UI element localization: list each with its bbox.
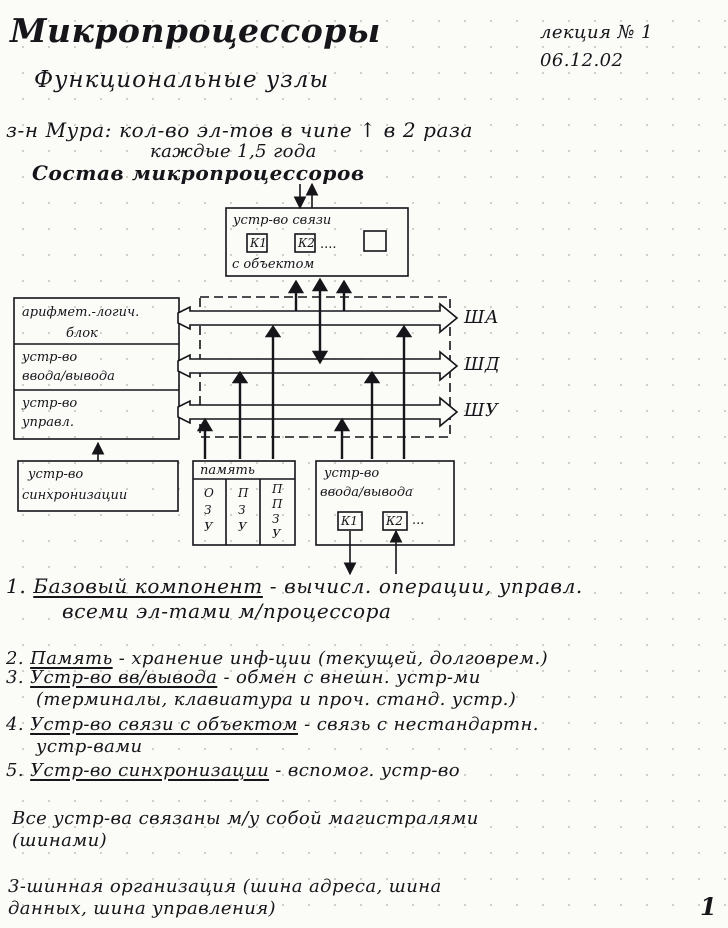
io2-dots: ... <box>412 513 425 528</box>
item-4-term: Устр-во связи с объектом <box>30 714 298 735</box>
bus-u-arrow <box>177 396 459 428</box>
k1-box <box>246 233 268 253</box>
item-2-num: 2. <box>6 648 24 669</box>
mem-col1-1: О <box>204 486 214 500</box>
link-device-box <box>225 207 409 277</box>
item-5: 5. Устр-во синхронизации - вспомог. устр… <box>6 762 460 780</box>
control-label-1: устр-во <box>22 396 78 411</box>
io2-k1-label: К1 <box>341 514 358 528</box>
item-5-num: 5. <box>6 760 24 781</box>
buses-note-2: (шинами) <box>12 830 107 851</box>
item-4: 4. Устр-во связи с объектом - связь с не… <box>6 716 539 734</box>
mem-col3-3: З <box>272 512 280 526</box>
item-2-desc: - хранение инф-ции (текущей, долговрем.) <box>112 648 549 669</box>
alu-label-2: блок <box>66 326 98 341</box>
item-1-cont: всеми эл-тами м/процессора <box>62 599 392 623</box>
k2-label: К2 <box>298 236 315 250</box>
mem-col3-2: П <box>272 497 283 511</box>
io2-label-2: ввода/вывода <box>320 485 413 500</box>
item-2-term: Память <box>30 648 113 669</box>
io2-device-box <box>315 460 455 546</box>
mem-col3-1: П <box>272 482 283 496</box>
page-number: 1 <box>700 892 717 921</box>
item-4-cont: устр-вами <box>36 736 143 757</box>
item-5-desc: - вспомог. устр-во <box>269 760 461 781</box>
bus-a-label: ША <box>464 307 499 328</box>
memory-box <box>192 460 296 546</box>
io-device-label-1: устр-во <box>22 350 78 365</box>
mem-col3-4: У <box>272 527 281 541</box>
io-device-label-2: ввода/вывода <box>22 369 115 384</box>
item-4-desc: - связь с нестандартн. <box>297 714 539 735</box>
composition-heading: Состав микропроцессоров <box>32 161 365 185</box>
item-1: 1. Базовый компонент - вычисл. операции,… <box>6 576 583 596</box>
bus-a-arrow <box>177 302 459 334</box>
k1-label: К1 <box>250 236 267 250</box>
k2-box <box>294 233 316 253</box>
item-1-num: 1. <box>6 574 27 598</box>
three-bus-note-1: 3-шинная организация (шина адреса, шина <box>8 876 442 897</box>
io2-k1-box <box>337 511 363 531</box>
mem-col2-1: П <box>238 486 249 500</box>
mem-col1-2: З <box>204 503 212 517</box>
item-3-term: Устр-во вв/вывода <box>30 667 218 688</box>
moore-law-line1: з-н Мура: кол-во эл-тов в чипе ↑ в 2 раз… <box>6 118 474 142</box>
bus-d-arrow <box>177 350 459 382</box>
link-device-label-1: устр-во связи <box>233 213 332 228</box>
bus-u-label: ШУ <box>464 400 499 421</box>
moore-law-line2: каждые 1,5 года <box>150 141 317 162</box>
item-3-num: 3. <box>6 667 24 688</box>
three-bus-note-2: данных, шина управления) <box>8 898 276 919</box>
link-device-label-2: с объектом <box>232 257 315 272</box>
item-1-term: Базовый компонент <box>33 574 263 598</box>
control-label-2: управл. <box>22 415 74 430</box>
mem-col1-3: У <box>204 520 213 534</box>
sync-label-2: синхронизации <box>22 488 128 503</box>
lecture-number: лекция № 1 <box>540 22 653 43</box>
io2-label-1: устр-во <box>324 466 380 481</box>
sync-label-1: устр-во <box>28 467 84 482</box>
item-1-desc: - вычисл. операции, управл. <box>262 574 583 598</box>
bus-d-label: ШД <box>464 354 500 375</box>
io2-k2-label: К2 <box>386 514 403 528</box>
k-empty-box <box>363 230 387 252</box>
mem-col2-3: У <box>238 520 247 534</box>
k-dots: .... <box>320 237 337 252</box>
item-3-cont: (терминалы, клавиатура и проч. станд. ус… <box>36 689 517 710</box>
alu-label-1: арифмет.-логич. <box>22 305 140 320</box>
lecture-date: 06.12.02 <box>540 50 624 71</box>
mem-col2-2: З <box>238 503 246 517</box>
subtitle: Функциональные узлы <box>34 67 330 93</box>
item-5-term: Устр-во синхронизации <box>30 760 270 781</box>
memory-title: память <box>200 463 255 478</box>
item-2: 2. Память - хранение инф-ции (текущей, д… <box>6 650 548 668</box>
item-3-desc: - обмен с внешн. устр-ми <box>217 667 481 688</box>
page-title: Микропроцессоры <box>10 11 381 50</box>
item-4-num: 4. <box>6 714 24 735</box>
buses-note-1: Все устр-ва связаны м/у собой магистраля… <box>12 808 479 829</box>
item-3: 3. Устр-во вв/вывода - обмен с внешн. ус… <box>6 669 481 687</box>
